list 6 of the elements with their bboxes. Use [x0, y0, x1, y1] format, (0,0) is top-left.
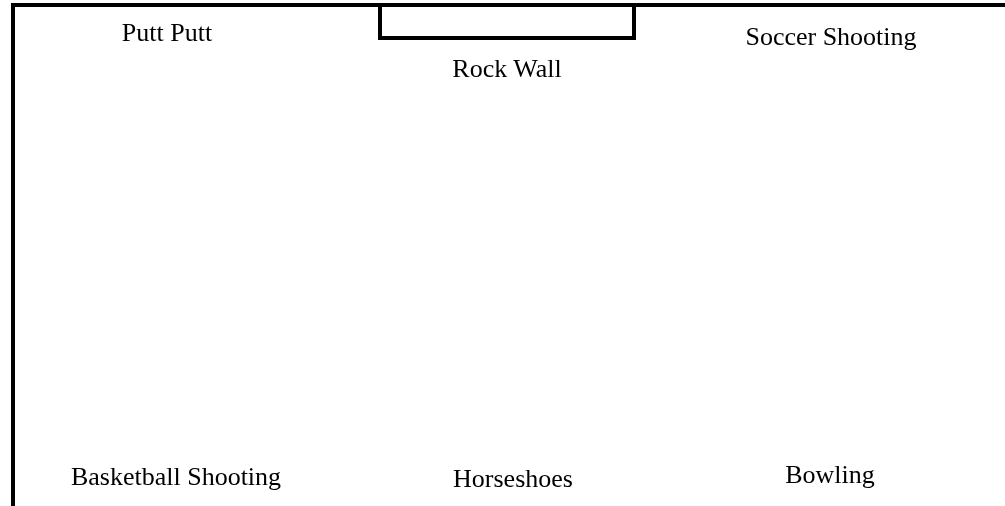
area-label: Putt Putt	[121, 20, 213, 46]
area-label: Bowling	[785, 462, 875, 488]
area-label: Horseshoes	[453, 466, 573, 492]
area-label: Rock Wall	[452, 56, 562, 82]
area-label: Soccer Shooting	[745, 24, 917, 50]
area-label: Basketball Shooting	[70, 464, 282, 490]
